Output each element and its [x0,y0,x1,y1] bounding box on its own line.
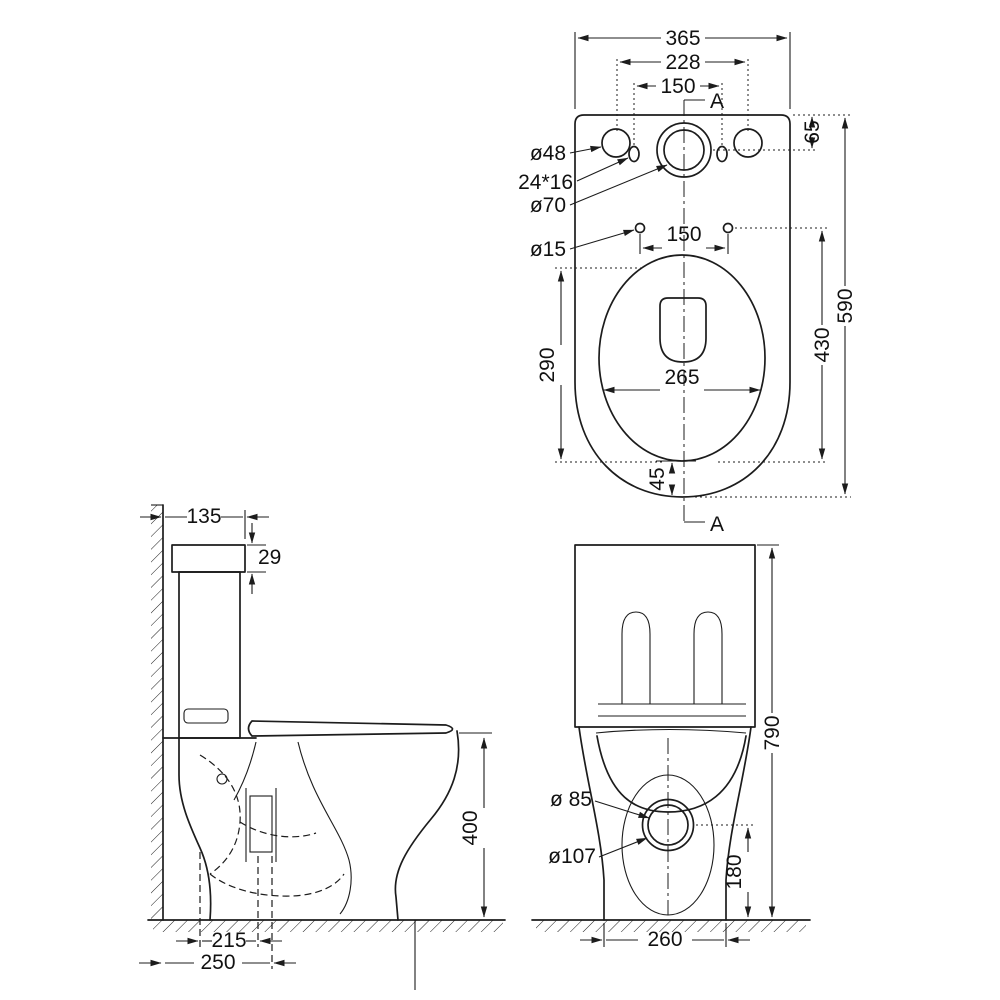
leader-slot-24x16: 24*16 [518,157,629,194]
dia107-label: ø107 [548,845,596,868]
dim-400: 400 [459,732,492,918]
bowl-inner-curve [297,741,352,915]
dim-180: 180 [696,824,755,918]
wall-hatch [151,505,163,920]
dim-label-65: 65 [801,120,824,143]
dim-label-590: 590 [834,288,857,323]
dim-265: 265 [603,366,761,394]
body-back-profile [178,737,212,921]
leader-dia85: ø 85 [550,788,650,819]
trapway-hidden-1 [199,754,241,875]
dim-label-260: 260 [647,928,682,951]
dim-250: 250 [139,856,296,974]
dim-365: 365 [574,27,791,109]
pedestal-left-side [578,726,605,921]
cistern-lid-side [171,544,246,573]
side-view: 135 29 400 215 [139,504,506,990]
dim-label-29: 29 [258,546,281,569]
dim-label-180: 180 [723,854,746,889]
bowl-oval [598,254,766,462]
cistern-front [574,544,756,728]
dim-135: 135 [140,505,269,539]
leader-dia70: ø70 [530,164,668,217]
cistern-body-side [178,571,241,739]
flush-valve-right [693,611,723,704]
dia70-label: ø70 [530,194,566,217]
dim-label-430: 430 [811,327,834,362]
right-hole-circle [733,128,763,158]
flush-valve-left [621,611,651,704]
top-view: A A 365 228 [518,27,857,536]
outlet-outer-circle [641,798,695,852]
dia15-label: ø15 [530,238,566,261]
dim-label-228: 228 [665,51,700,74]
section-label-a-bottom: A [710,513,724,536]
inlet-outer-circle [656,122,712,178]
floor-hatch-side [153,920,503,932]
fixing-hole-side [216,773,228,785]
dim-label-265: 265 [664,366,699,389]
dim-260: 260 [580,923,750,951]
dim-label-290: 290 [536,347,559,382]
pedestal-right-side [725,726,752,921]
dim-label-365: 365 [665,27,700,50]
dim-65: 65 [713,114,851,151]
seat-hole-right [722,222,734,234]
dim-label-250: 250 [200,951,235,974]
leader-dia15: ø15 [530,229,635,261]
fixing-bolt-detail [245,788,277,862]
flush-opening [659,297,707,363]
seat-top-front [595,728,747,734]
dim-label-150-top: 150 [660,75,695,98]
leader-dia48: ø48 [530,142,602,165]
slot-label: 24*16 [518,171,573,194]
body-front-profile [394,730,460,921]
dim-150-top: 150 [633,75,723,145]
plan-body-outline [574,114,791,498]
lid-front-arc [596,735,747,813]
left-hole-circle [601,128,631,158]
section-label-a-top: A [710,90,724,113]
dim-290: 290 [536,267,662,463]
front-view: ø 85 ø107 790 180 260 [531,544,811,951]
dia48-label: ø48 [530,142,566,165]
dim-label-45: 45 [646,467,669,490]
dim-790: 790 [757,544,784,918]
trapway-hidden-2 [209,873,345,897]
dia85-label: ø 85 [550,788,592,811]
dim-590: 590 [695,117,857,498]
seat-side-profile [247,720,454,737]
slot-right [716,145,728,163]
trapway-hidden-3 [239,821,317,838]
dim-label-400: 400 [459,810,482,845]
dim-430: 430 [718,227,834,463]
dim-45: 45 [646,460,696,496]
outlet-inner-circle [647,804,689,846]
dim-label-215: 215 [211,929,246,952]
dim-228: 228 [616,51,749,131]
inlet-inner-circle [663,129,705,171]
dim-29: 29 [247,523,281,594]
dim-label-150-holes: 150 [666,223,701,246]
leader-dia107: ø107 [548,837,648,868]
slot-left [628,145,640,163]
flush-button-side [183,708,229,724]
dim-label-790: 790 [761,715,784,750]
bowl-back-curve [233,741,257,801]
seat-hole-left [634,222,646,234]
dim-215: 215 [176,852,282,952]
dim-label-135: 135 [186,505,221,528]
dim-150-holes: 150 [639,223,729,254]
